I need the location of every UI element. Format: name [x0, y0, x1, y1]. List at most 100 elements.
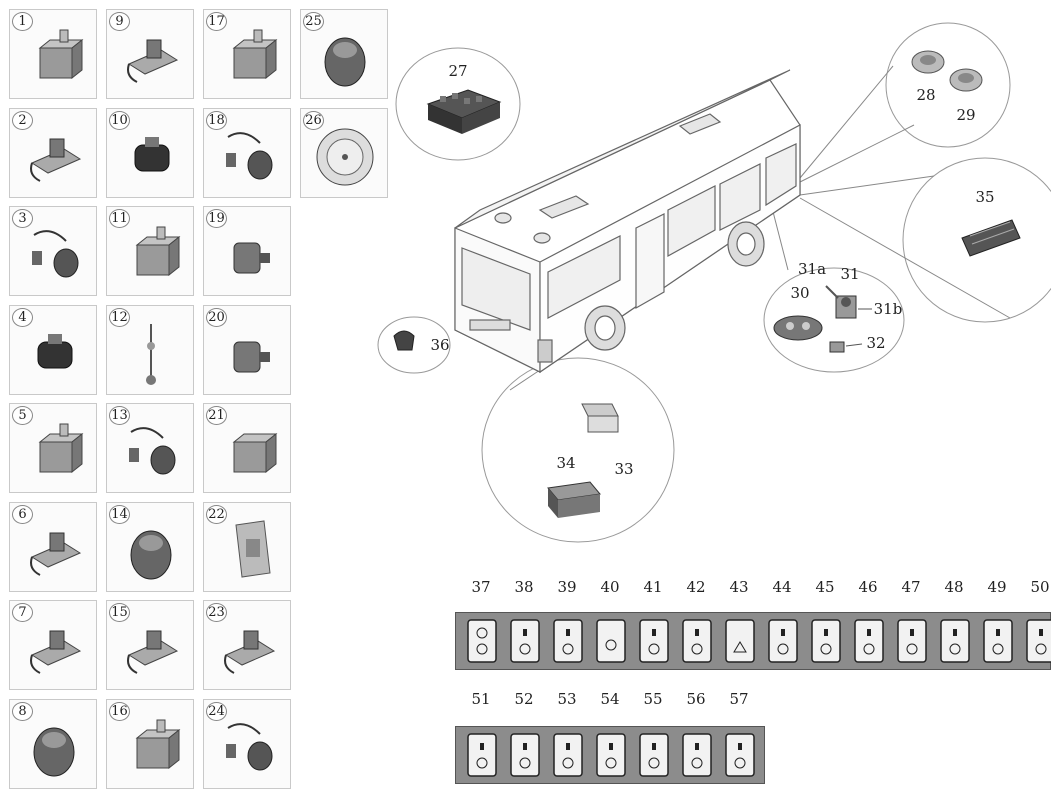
fan-switch-icon[interactable]: [510, 619, 540, 663]
plain-switch-icon[interactable]: [553, 619, 583, 663]
switch-number: 57: [723, 690, 755, 708]
part-number: 22: [206, 505, 227, 524]
switch-number: 45: [809, 578, 841, 596]
bus-body: [455, 70, 800, 372]
fog-lamp-switch-icon[interactable]: [682, 619, 712, 663]
part-cell: 11: [106, 206, 194, 296]
part-cell: 23: [203, 600, 291, 690]
fan-switch-icon[interactable]: [510, 733, 540, 777]
switch-number: 49: [981, 578, 1013, 596]
callout-36-label: 36: [430, 336, 449, 354]
door-switch-icon[interactable]: [983, 619, 1013, 663]
part-number: 24: [206, 702, 227, 721]
part-cell: 5: [9, 403, 97, 493]
callout-32-label: 32: [866, 334, 885, 352]
part-number: 18: [206, 111, 227, 130]
callout-35-label: 35: [975, 188, 994, 206]
leader-lines: [510, 66, 1010, 390]
part-cell: 1: [9, 9, 97, 99]
part-number: 13: [109, 406, 130, 425]
part-cell: 22: [203, 502, 291, 592]
ac-switch-icon[interactable]: [467, 733, 497, 777]
part-number: 20: [206, 308, 227, 327]
part-number: 5: [12, 406, 33, 425]
part-number: 11: [109, 209, 130, 228]
switch-number: 39: [551, 578, 583, 596]
switch-number: 54: [594, 690, 626, 708]
part-cell: 4: [9, 305, 97, 395]
part-number: 10: [109, 111, 130, 130]
junction-box-33-icon: [582, 404, 618, 432]
part-cell: 24: [203, 699, 291, 789]
part-number: 4: [12, 308, 33, 327]
callout-30-label: 30: [790, 284, 809, 302]
ignition-switch-icon: [826, 286, 856, 318]
button-28-icon: [912, 51, 944, 73]
part-cell: 15: [106, 600, 194, 690]
part-cell: 10: [106, 108, 194, 198]
leader-32: [846, 344, 862, 346]
part-number: 25: [303, 12, 324, 31]
switch-number: 37: [465, 578, 497, 596]
callout-34-label: 34: [556, 454, 575, 472]
part-number: 26: [303, 111, 324, 130]
callout-36-bubble: [378, 317, 450, 373]
part-number: 19: [206, 209, 227, 228]
part-cell: 17: [203, 9, 291, 99]
part-number: 23: [206, 603, 227, 622]
control-unit-34-icon: [548, 482, 600, 518]
wiper-switch-icon[interactable]: [897, 619, 927, 663]
part-number: 8: [12, 702, 33, 721]
defrost-switch-icon[interactable]: [811, 619, 841, 663]
part-cell: 2: [9, 108, 97, 198]
switch-number: 48: [938, 578, 970, 596]
part-number: 7: [12, 603, 33, 622]
control-panel-icon: [962, 220, 1020, 256]
part-number: 14: [109, 505, 130, 524]
part-cell: 19: [203, 206, 291, 296]
part-cell: 16: [106, 699, 194, 789]
heater-switch-icon[interactable]: [768, 619, 798, 663]
interior-light-switch-icon[interactable]: [725, 733, 755, 777]
part-cell: 21: [203, 403, 291, 493]
switch-number: 53: [551, 690, 583, 708]
switch-number: 40: [594, 578, 626, 596]
part-cell: 12: [106, 305, 194, 395]
switch-number: 56: [680, 690, 712, 708]
part-cell: 20: [203, 305, 291, 395]
hazard-switch-icon[interactable]: [725, 619, 755, 663]
cross-switch-icon[interactable]: [553, 733, 583, 777]
light-switch-icon[interactable]: [940, 619, 970, 663]
vent-switch-icon[interactable]: [639, 733, 669, 777]
callout-33-34-bubble: [482, 358, 674, 542]
switch-number: 43: [723, 578, 755, 596]
part-cell: 6: [9, 502, 97, 592]
part-number: 16: [109, 702, 130, 721]
door-switch-icon[interactable]: [1026, 619, 1051, 663]
part-number: 15: [109, 603, 130, 622]
part-cell: 9: [106, 9, 194, 99]
part-number: 3: [12, 209, 33, 228]
indicator-switch-icon[interactable]: [596, 733, 626, 777]
button-29-icon: [950, 69, 982, 91]
part-cell: 26: [300, 108, 388, 198]
part-number: 21: [206, 406, 227, 425]
part-cell: 3: [9, 206, 97, 296]
switch-number: 55: [637, 690, 669, 708]
part-number: 17: [206, 12, 227, 31]
key-switch-icon[interactable]: [639, 619, 669, 663]
callout-30-32-bubble: [764, 268, 904, 372]
callout-28-label: 28: [916, 86, 935, 104]
part-cell: 14: [106, 502, 194, 592]
double-indicator-switch-icon[interactable]: [467, 619, 497, 663]
callout-31-label: 31: [840, 265, 859, 283]
seat-switch-icon[interactable]: [682, 733, 712, 777]
switch-number: 51: [465, 690, 497, 708]
part-cell: 25: [300, 9, 388, 99]
switch-number: 42: [680, 578, 712, 596]
horn-36-icon: [394, 331, 414, 350]
rear-fog-switch-icon[interactable]: [854, 619, 884, 663]
blank-switch-icon[interactable]: [596, 619, 626, 663]
connector-32-icon: [830, 342, 844, 352]
part-number: 1: [12, 12, 33, 31]
